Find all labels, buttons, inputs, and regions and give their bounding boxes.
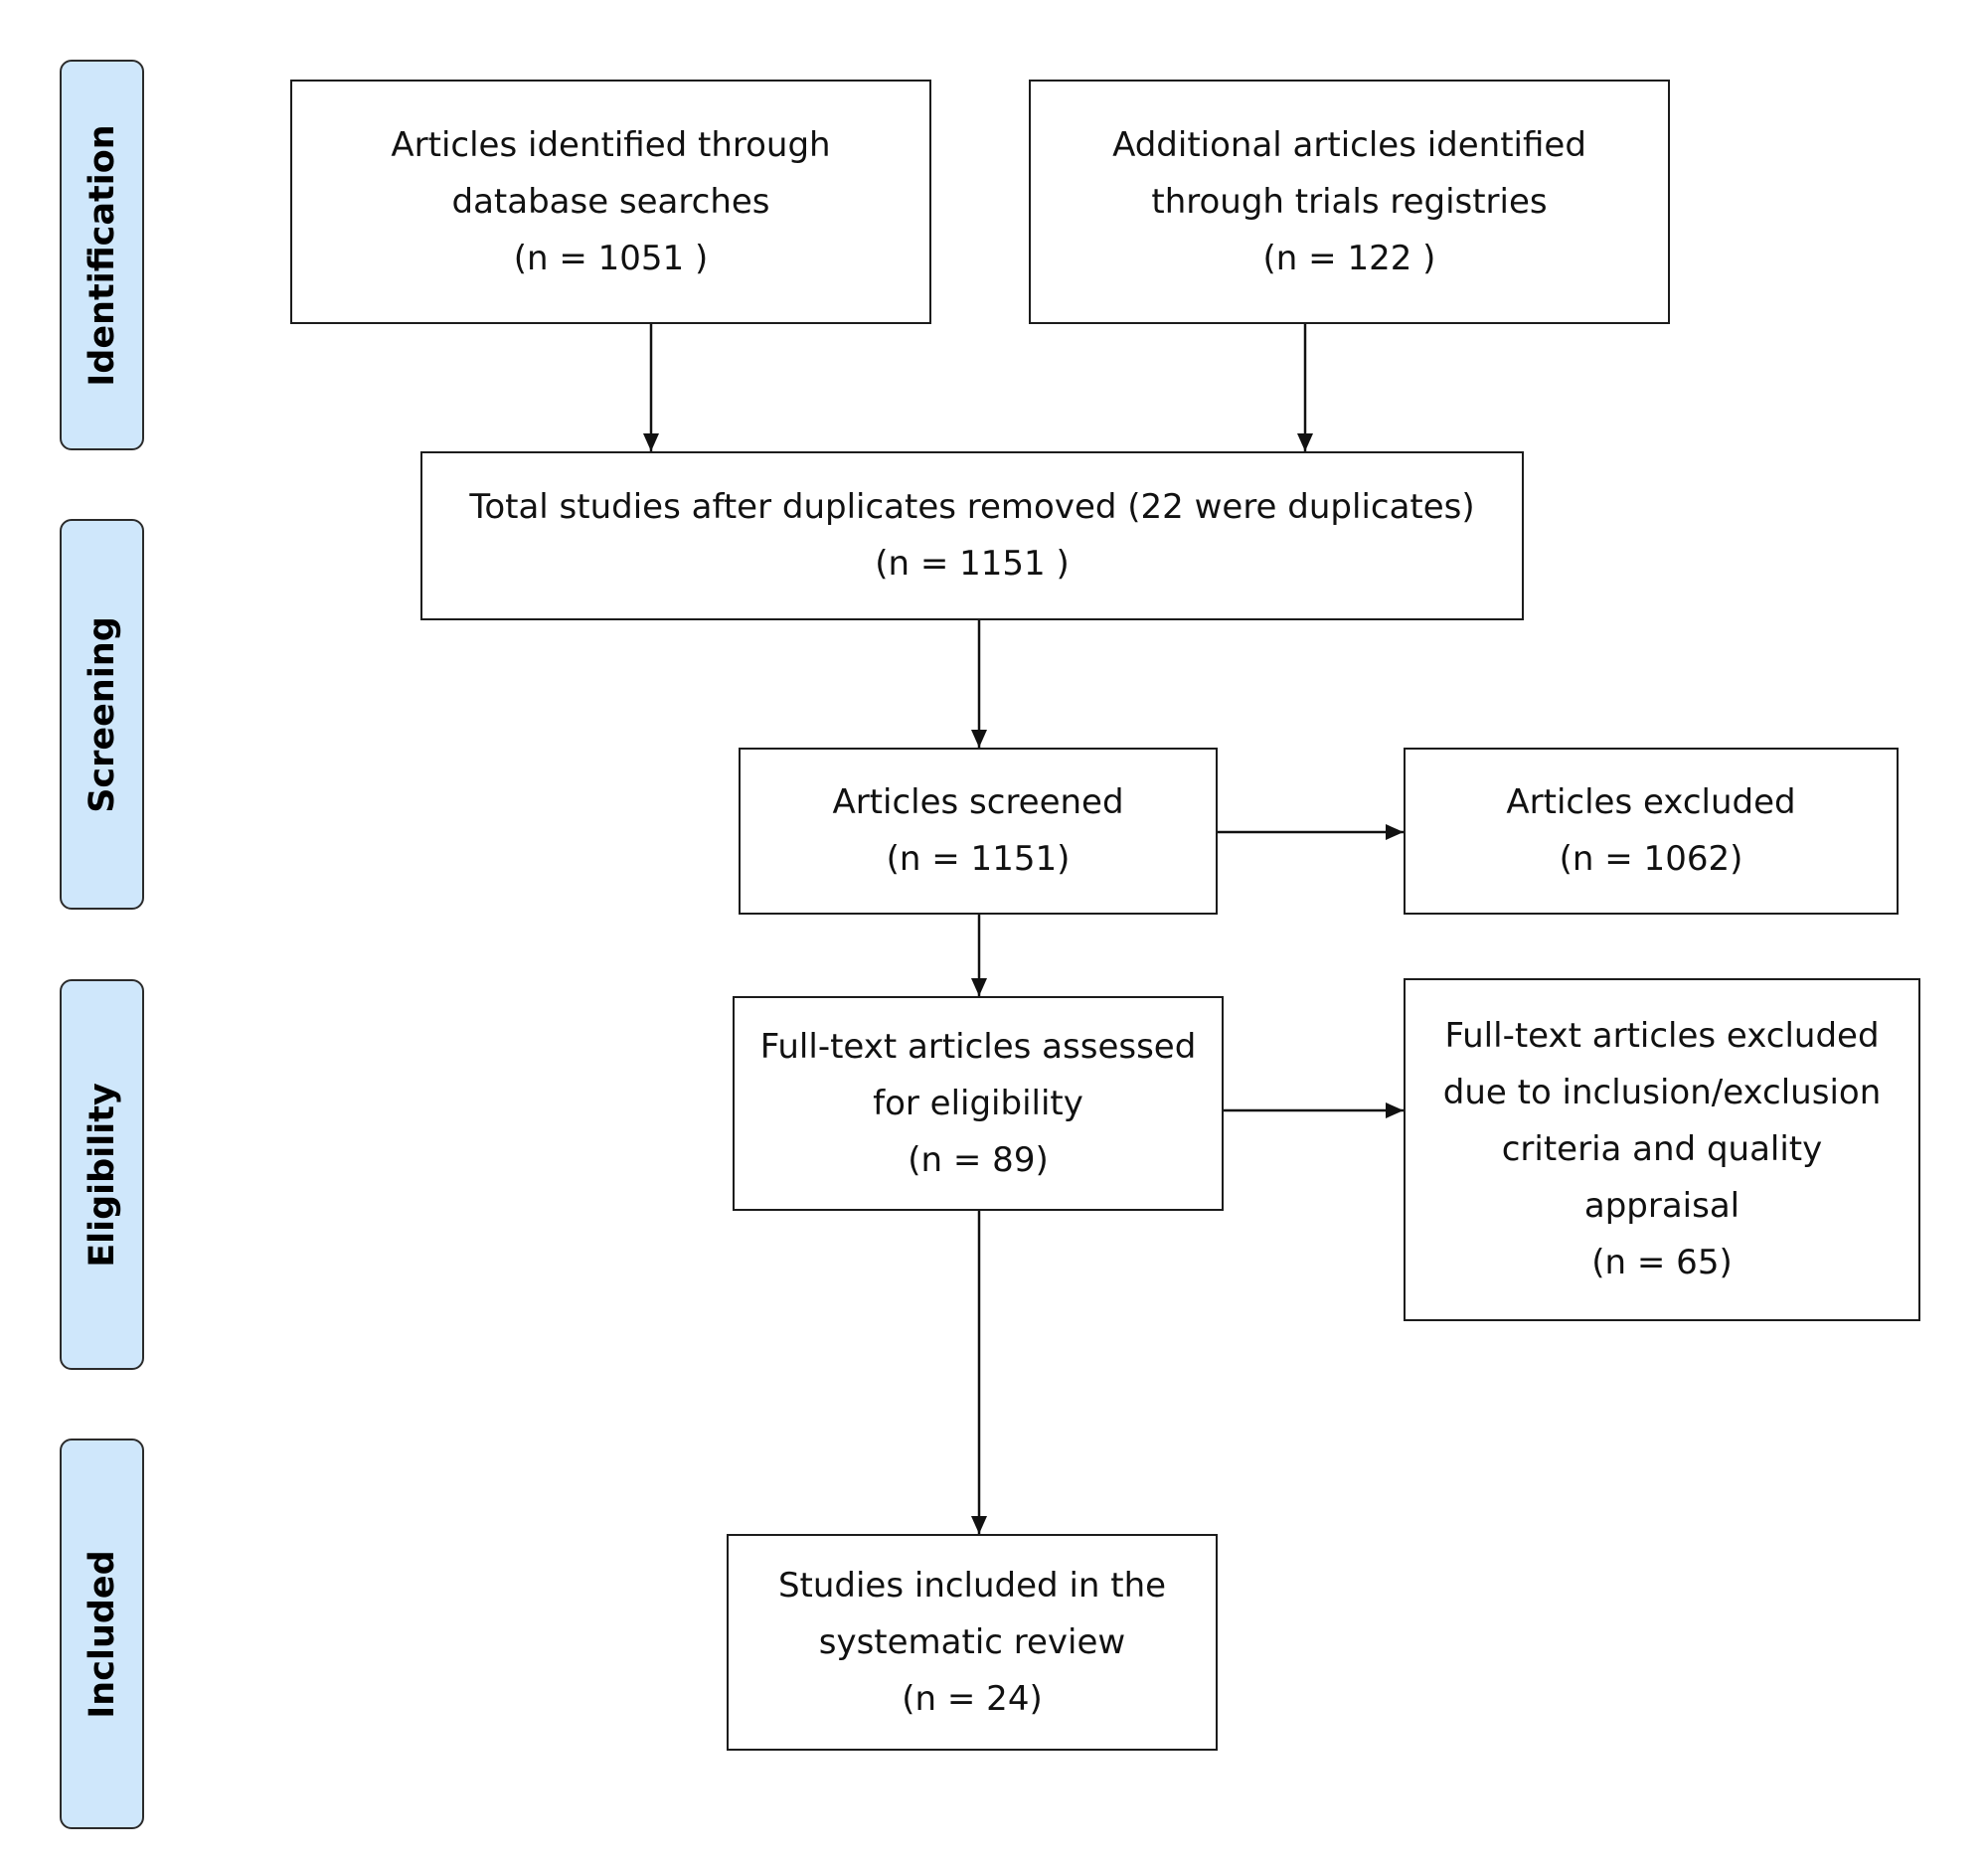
box-fulltext-excluded-line3: criteria and quality — [1501, 1129, 1823, 1169]
box-fulltext-excluded-line2: due to inclusion/exclusion — [1442, 1073, 1882, 1112]
box-fulltext-excluded-line1: Full-text articles excluded — [1444, 1016, 1880, 1056]
box-articles-excluded-count: (n = 1062) — [1559, 839, 1743, 879]
box-fulltext-excluded: Full-text articles excluded due to inclu… — [1404, 978, 1920, 1321]
box-articles-excluded-line1: Articles excluded — [1506, 782, 1796, 822]
box-after-duplicates-line1: Total studies after duplicates removed (… — [469, 487, 1475, 527]
box-database-searches-line1: Articles identified through — [391, 124, 831, 165]
box-studies-included: Studies included in the systematic revie… — [727, 1534, 1218, 1751]
box-articles-screened: Articles screened (n = 1151) — [739, 748, 1218, 915]
box-trials-registries: Additional articles identified through t… — [1029, 80, 1670, 324]
box-fulltext-excluded-line4: appraisal — [1583, 1186, 1740, 1226]
stage-screening: Screening — [60, 519, 144, 910]
box-studies-included-count: (n = 24) — [902, 1678, 1043, 1719]
box-after-duplicates-count: (n = 1151 ) — [875, 544, 1070, 584]
box-studies-included-line1: Studies included in the — [777, 1565, 1167, 1606]
box-fulltext-assessed: Full-text articles assessed for eligibil… — [733, 996, 1224, 1211]
box-database-searches-count: (n = 1051 ) — [513, 238, 709, 278]
box-after-duplicates: Total studies after duplicates removed (… — [420, 451, 1524, 620]
box-database-searches-line2: database searches — [451, 181, 770, 222]
box-fulltext-excluded-count: (n = 65) — [1591, 1243, 1733, 1282]
box-studies-included-line2: systematic review — [818, 1621, 1126, 1662]
box-trials-registries-count: (n = 122 ) — [1262, 238, 1436, 278]
stage-identification: Identification — [60, 60, 144, 450]
box-trials-registries-line1: Additional articles identified — [1112, 124, 1586, 165]
box-trials-registries-line2: through trials registries — [1151, 181, 1548, 222]
box-database-searches: Articles identified through database sea… — [290, 80, 931, 324]
stage-included: Included — [60, 1439, 144, 1829]
box-articles-screened-count: (n = 1151) — [886, 839, 1071, 879]
box-fulltext-assessed-line2: for eligibility — [873, 1083, 1083, 1123]
box-fulltext-assessed-line1: Full-text articles assessed — [759, 1026, 1197, 1067]
stage-eligibility: Eligibility — [60, 979, 144, 1370]
box-articles-screened-line1: Articles screened — [832, 782, 1124, 822]
box-fulltext-assessed-count: (n = 89) — [908, 1139, 1049, 1180]
box-articles-excluded: Articles excluded (n = 1062) — [1404, 748, 1899, 915]
